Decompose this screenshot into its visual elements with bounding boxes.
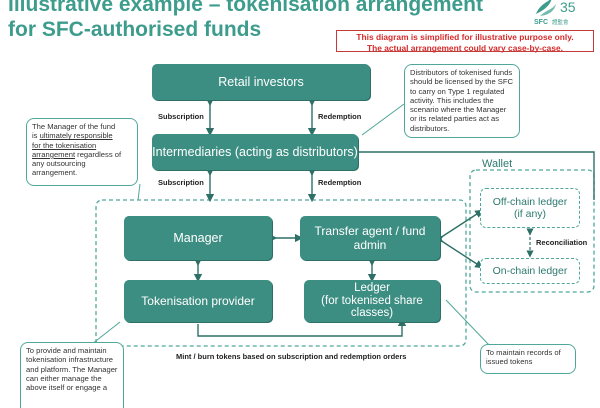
tokenisation-provider-label: Tokenisation provider (141, 294, 255, 308)
manager-box: Manager (124, 216, 272, 260)
retail-investors-box: Retail investors (152, 64, 370, 100)
page-title-line2: for SFC-authorised funds (8, 18, 262, 41)
disclaimer-box: This diagram is simplified for illustrat… (336, 30, 594, 53)
tokenisation-provider-note: To provide and maintain tokenisation inf… (20, 342, 124, 408)
line-intermediaries-wallet (358, 151, 595, 200)
offchain-ledger-box: Off-chain ledger (if any) (480, 188, 580, 228)
subscription-label-bottom: Subscription (158, 178, 204, 187)
transfer-agent-label-2: admin (353, 238, 387, 252)
manager-label: Manager (173, 231, 223, 245)
manager-note-b: is (32, 131, 40, 141)
manager-note-c: regardless of any outsourcing arrangemen… (32, 149, 122, 178)
manager-note-a: The Manager of the fund (32, 122, 116, 131)
distributors-licensing-note: Distributors of tokenised funds should b… (404, 64, 520, 138)
arrow-ta-offchain (434, 209, 484, 244)
transfer-agent-box: Transfer agent / fund admin (300, 216, 440, 260)
ledger-label-1: Ledger (354, 282, 390, 295)
logo-number: 35 (560, 0, 576, 15)
pointer-records-note (445, 299, 491, 347)
logo-text: SFC (534, 19, 548, 26)
manager-responsibility-note: The Manager of the fund is ultimately re… (26, 118, 138, 186)
pointer-manager-note (137, 183, 141, 201)
mint-burn-label: Mint / burn tokens based on subscription… (176, 352, 407, 361)
retail-investors-label: Retail investors (218, 75, 304, 89)
pointer-distributors-note (361, 103, 405, 136)
arrow-mint-burn (197, 317, 407, 337)
ledger-box: Ledger (for tokenised share classes) (304, 280, 440, 322)
records-note: To maintain records of issued tokens (480, 344, 576, 374)
page-title-line1: Illustrative example – tokenisation arra… (8, 0, 484, 16)
manager-note-u1: ultimately responsible (39, 131, 113, 141)
onchain-ledger-box: On-chain ledger (480, 258, 580, 284)
sfc-logo: SFC 35 證監會 (530, 0, 590, 26)
subscription-label-top: Subscription (158, 112, 204, 121)
pointer-tokenisation-note (91, 321, 121, 345)
intermediaries-box: Intermediaries (acting as distributors) (152, 134, 358, 170)
transfer-agent-label-1: Transfer agent / fund (314, 224, 426, 238)
redemption-label-bottom: Redemption (318, 178, 362, 187)
wallet-title: Wallet (482, 158, 513, 170)
manager-note-u2: for the tokenisation (32, 140, 97, 150)
reconciliation-label: Reconciliation (536, 238, 588, 247)
arrow-ta-onchain (434, 234, 484, 269)
ledger-label-2: (for tokenised share (321, 294, 423, 307)
logo-sub: 證監會 (552, 18, 569, 26)
intermediaries-label: Intermediaries (acting as distributors) (152, 145, 358, 159)
ledger-label-3: classes) (350, 307, 394, 320)
onchain-ledger-label: On-chain ledger (492, 265, 568, 277)
offchain-ledger-label-1: Off-chain ledger (492, 196, 568, 208)
redemption-label-top: Redemption (318, 112, 362, 121)
disclaimer-line1: This diagram is simplified for illustrat… (356, 32, 574, 42)
offchain-ledger-label-2: (if any) (513, 208, 547, 220)
fund-boundary-dashed (95, 199, 467, 347)
disclaimer-line2: The actual arrangement could vary case-b… (367, 42, 563, 53)
sfc-logo-mark-icon: SFC 35 證監會 (534, 0, 576, 26)
manager-note-u3: arrangement (32, 149, 76, 159)
tokenisation-provider-box: Tokenisation provider (124, 280, 272, 322)
